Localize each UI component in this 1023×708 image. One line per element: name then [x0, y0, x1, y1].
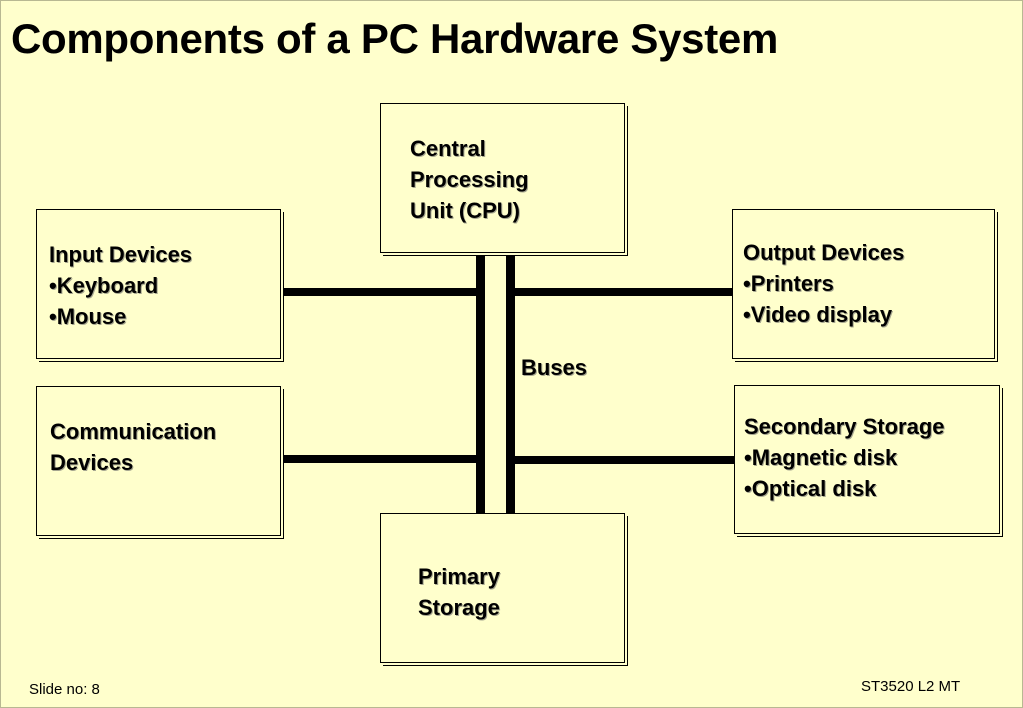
input-device-item: •Keyboard	[49, 273, 159, 298]
bus-connector-input	[283, 288, 476, 296]
cpu-label-line: Central	[410, 136, 486, 161]
primary-storage-text: Primary Storage	[418, 561, 500, 623]
output-devices-text: Output Devices •Printers •Video display	[743, 237, 904, 330]
cpu-box: Central Processing Unit (CPU)	[380, 103, 625, 253]
slide-title: Components of a PC Hardware System	[11, 15, 778, 62]
output-device-item: •Video display	[743, 302, 893, 327]
primary-storage-label-line: Storage	[418, 595, 500, 620]
bus-connector-communication	[283, 455, 476, 463]
bus-connector-secondary	[515, 456, 735, 464]
cpu-label-line: Unit (CPU)	[410, 198, 520, 223]
input-devices-box: Input Devices •Keyboard •Mouse	[36, 209, 281, 359]
input-device-item: •Mouse	[49, 304, 127, 329]
output-devices-heading: Output Devices	[743, 240, 905, 265]
secondary-storage-text: Secondary Storage •Magnetic disk •Optica…	[744, 411, 945, 504]
communication-devices-box: Communication Devices	[36, 386, 281, 536]
input-devices-heading: Input Devices	[49, 242, 193, 267]
course-code: ST3520 L2 MT	[861, 678, 961, 695]
primary-storage-box: Primary Storage	[380, 513, 625, 663]
cpu-label: Central Processing Unit (CPU)	[410, 133, 529, 226]
output-device-item: •Printers	[743, 271, 834, 296]
bus-vertical-left	[476, 253, 485, 515]
communication-devices-text: Communication Devices	[50, 416, 216, 478]
bus-connector-output	[515, 288, 734, 296]
input-devices-text: Input Devices •Keyboard •Mouse	[49, 239, 192, 332]
communication-label-line: Communication	[50, 419, 217, 444]
secondary-storage-item: •Magnetic disk	[744, 445, 898, 470]
secondary-storage-box: Secondary Storage •Magnetic disk •Optica…	[734, 385, 1000, 534]
primary-storage-label-line: Primary	[418, 564, 500, 589]
buses-label: Buses	[521, 355, 588, 380]
communication-label-line: Devices	[50, 450, 134, 475]
bus-vertical-right	[506, 253, 515, 515]
cpu-label-line: Processing	[410, 167, 529, 192]
secondary-storage-item: •Optical disk	[744, 476, 877, 501]
secondary-storage-heading: Secondary Storage	[744, 414, 945, 439]
slide-number: Slide no: 8	[29, 681, 100, 698]
output-devices-box: Output Devices •Printers •Video display	[732, 209, 995, 359]
